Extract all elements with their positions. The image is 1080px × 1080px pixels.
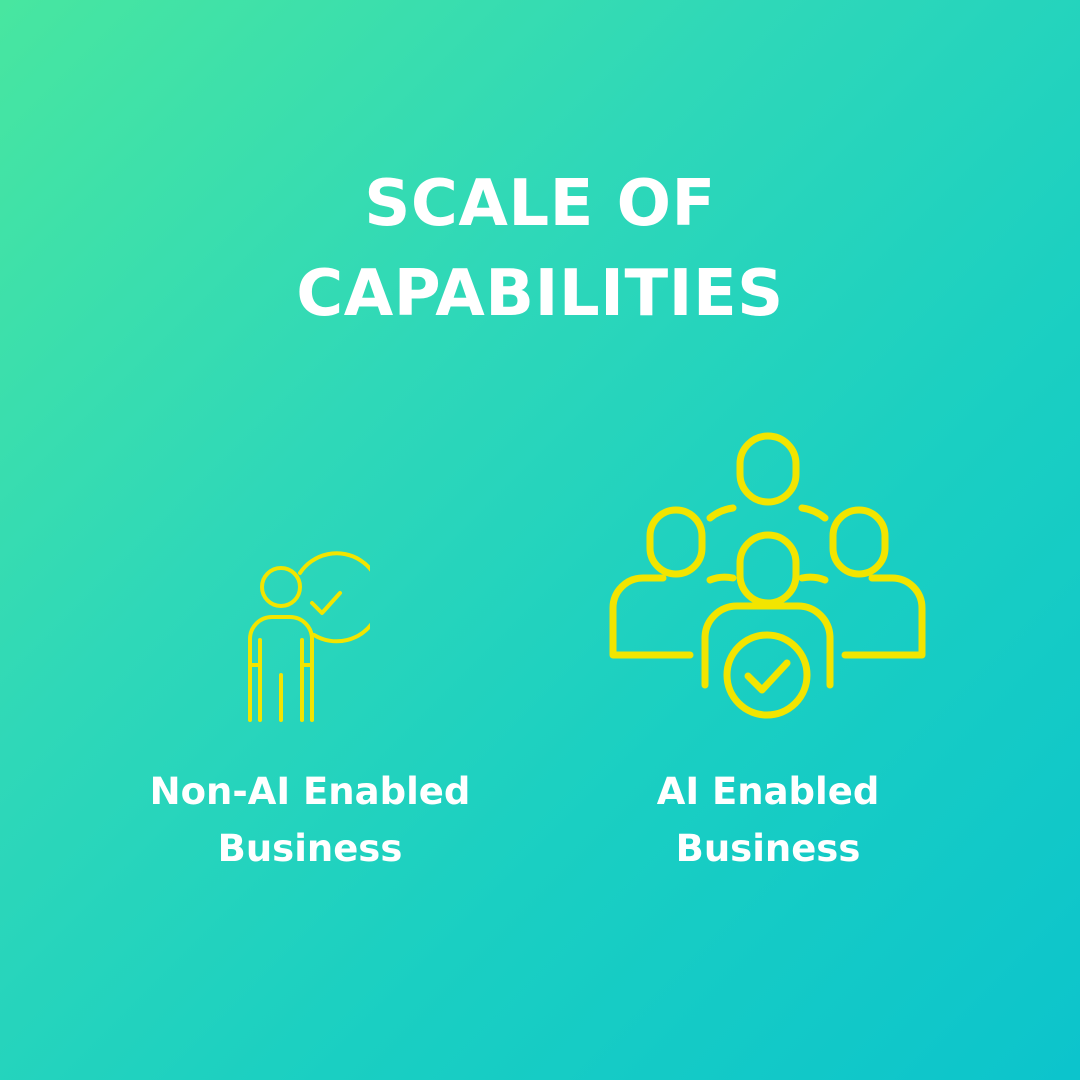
non-ai-label-line-2: Business bbox=[217, 827, 403, 871]
ai-label-line-1: AI Enabled bbox=[656, 770, 880, 813]
non-ai-business-label: Non-AI Enabled Business bbox=[110, 763, 510, 878]
ai-label-line-2: Business bbox=[675, 827, 861, 871]
team-check-icon bbox=[605, 430, 930, 725]
ai-business-label: AI Enabled Business bbox=[568, 763, 968, 878]
title-line-1: SCALE OF bbox=[364, 167, 716, 241]
title-line-2: CAPABILITIES bbox=[296, 256, 784, 331]
non-ai-label-line-1: Non-AI Enabled bbox=[149, 770, 471, 813]
person-check-icon bbox=[240, 545, 370, 725]
page-title: SCALE OF CAPABILITIES bbox=[0, 160, 1080, 339]
